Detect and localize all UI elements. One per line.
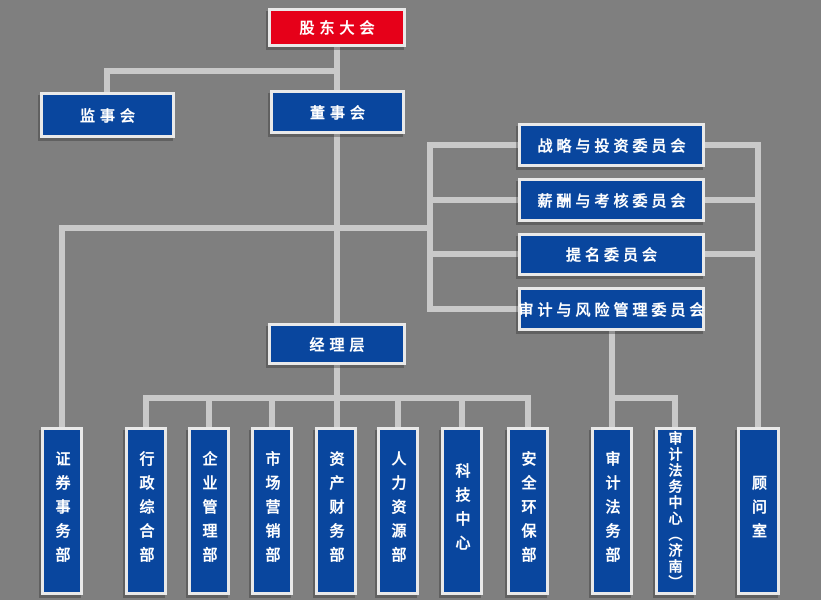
connector-line — [427, 142, 518, 148]
node-dept-admin-general: 行政综合部 — [125, 427, 167, 595]
node-advisory-office: 顾问室 — [737, 427, 780, 595]
node-committee-audit-risk: 审计与风险管理委员会 — [518, 287, 705, 331]
connector-line — [269, 395, 275, 427]
node-committee-nomination: 提名委员会 — [518, 233, 705, 276]
connector-line — [525, 395, 531, 427]
connector-line — [104, 68, 110, 94]
connector-line — [427, 142, 433, 312]
node-dept-securities-affairs: 证券事务部 — [41, 427, 83, 595]
connector-line — [59, 225, 433, 231]
connector-line — [705, 142, 761, 148]
node-committee-strategy-investment: 战略与投资委员会 — [518, 123, 705, 167]
node-dept-audit-legal: 审计法务部 — [591, 427, 633, 595]
connector-line — [427, 306, 518, 312]
connector-line — [459, 395, 465, 427]
node-dept-human-resources: 人力资源部 — [377, 427, 419, 595]
connector-line — [143, 395, 149, 427]
node-dept-asset-finance: 资产财务部 — [315, 427, 357, 595]
connector-line — [104, 68, 340, 74]
connector-line — [143, 395, 531, 401]
node-dept-enterprise-management: 企业管理部 — [188, 427, 230, 595]
node-dept-marketing: 市场营销部 — [251, 427, 293, 595]
connector-line — [705, 251, 761, 257]
node-committee-compensation-assessment: 薪酬与考核委员会 — [518, 178, 705, 222]
node-management-layer: 经理层 — [268, 323, 406, 365]
connector-line — [609, 395, 678, 401]
connector-line — [427, 197, 518, 203]
connector-line — [206, 395, 212, 427]
node-dept-safety-environment: 安全环保部 — [507, 427, 549, 595]
connector-line — [395, 395, 401, 427]
connector-line — [755, 142, 761, 427]
node-board-of-directors: 董事会 — [270, 90, 405, 134]
node-supervisory-board: 监事会 — [40, 92, 175, 138]
connector-line — [59, 225, 65, 427]
node-audit-legal-center-jinan: 审计法务中心（济南） — [655, 427, 696, 595]
node-tech-center: 科技中心 — [441, 427, 483, 595]
connector-line — [427, 251, 518, 257]
connector-line — [609, 330, 615, 427]
connector-line — [672, 395, 678, 427]
connector-line — [705, 197, 761, 203]
node-shareholders-meeting: 股东大会 — [268, 8, 406, 47]
